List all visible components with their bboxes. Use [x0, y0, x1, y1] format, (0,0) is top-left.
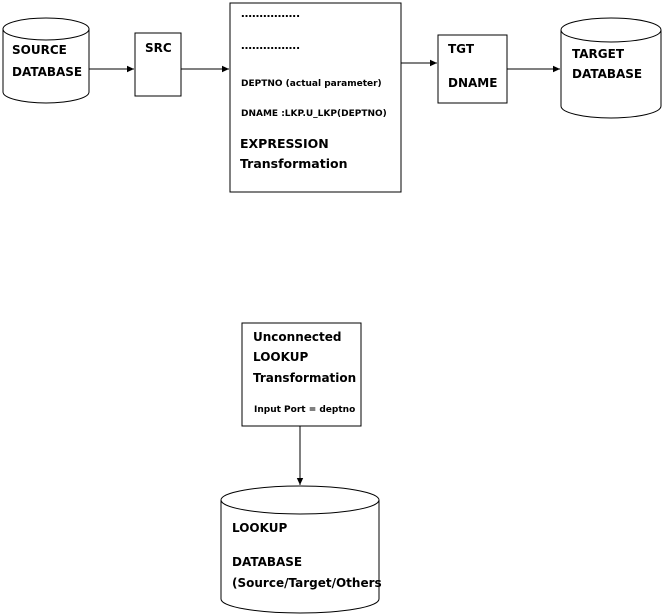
expression-dots-1: …………….	[241, 7, 301, 20]
lookup-transformation-box	[241, 322, 362, 427]
expression-transformation-box	[229, 2, 402, 193]
lookup-line1: Unconnected	[253, 330, 342, 344]
source-db-line2: DATABASE	[12, 65, 83, 79]
target-db-line1: TARGET	[572, 47, 625, 61]
lookup-db-line2: DATABASE	[232, 555, 303, 569]
expression-dots-2: …………….	[241, 39, 301, 52]
lookup-line2: LOOKUP	[253, 350, 309, 364]
lookup-db-line3: (Source/Target/Others	[232, 576, 382, 590]
src-label: SRC	[145, 41, 172, 55]
tgt-label: TGT	[448, 42, 475, 56]
source-database-cylinder	[2, 17, 90, 104]
tgt-box	[437, 34, 508, 104]
lookup-line3: Transformation	[253, 371, 357, 385]
expression-dname-row: DNAME :LKP.U_LKP(DEPTNO)	[241, 109, 387, 119]
lookup-database-cylinder	[220, 485, 380, 614]
expression-deptno-row: DEPTNO (actual parameter)	[241, 79, 382, 89]
lookup-db-line1: LOOKUP	[232, 521, 288, 535]
tgt-port-dname: DNAME	[448, 76, 498, 90]
expression-title-line2: Transformation	[240, 156, 348, 171]
target-database-cylinder	[560, 17, 662, 119]
lookup-input-port: Input Port = deptno	[254, 405, 356, 415]
target-db-line2: DATABASE	[572, 67, 643, 81]
expression-title-line1: EXPRESSION	[240, 136, 329, 151]
source-db-line1: SOURCE	[12, 43, 67, 57]
src-box	[134, 32, 182, 97]
